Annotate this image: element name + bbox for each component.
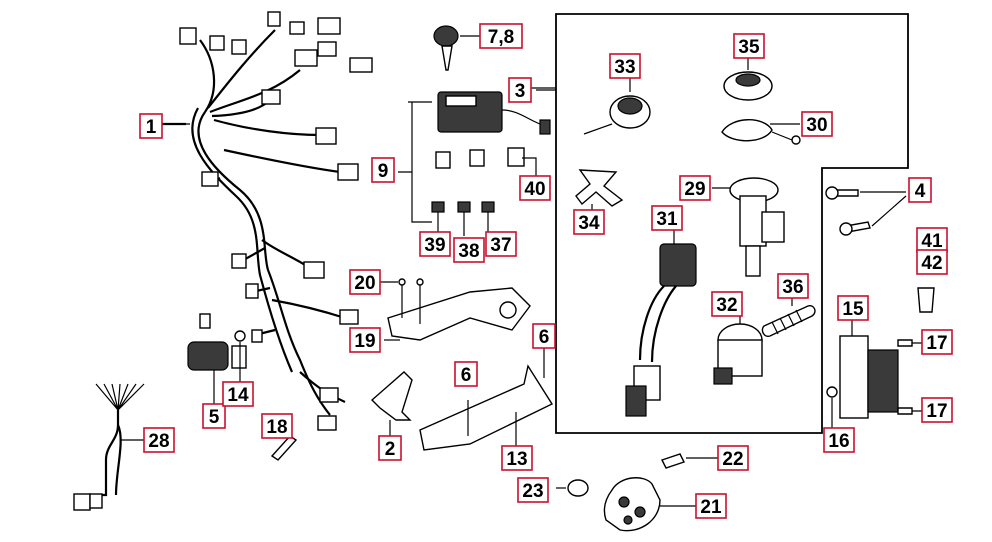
svg-text:22: 22	[722, 449, 743, 470]
label-17b: 17	[921, 397, 953, 423]
label-5: 5	[202, 403, 226, 429]
svg-text:15: 15	[842, 299, 864, 320]
label-13: 13	[501, 445, 533, 471]
svg-text:6: 6	[539, 327, 550, 348]
label-22: 22	[717, 445, 749, 471]
svg-text:16: 16	[828, 431, 849, 452]
cable-strap	[270, 435, 298, 461]
svg-text:39: 39	[424, 235, 445, 256]
svg-text:34: 34	[578, 213, 600, 234]
svg-text:38: 38	[458, 241, 479, 262]
connector-41-42	[917, 287, 935, 313]
svg-text:6: 6	[461, 365, 472, 386]
label-40: 40	[519, 175, 551, 201]
svg-text:21: 21	[700, 497, 722, 518]
label-21: 21	[695, 493, 727, 519]
mount-plate-19	[387, 287, 531, 341]
fuel-cap	[723, 58, 773, 101]
label-30: 30	[801, 111, 833, 137]
svg-text:28: 28	[148, 431, 169, 452]
svg-text:31: 31	[656, 209, 678, 230]
trunk-lock	[713, 316, 763, 385]
relay-unit	[187, 313, 247, 404]
svg-text:35: 35	[738, 37, 760, 58]
cap-cover	[721, 119, 801, 145]
label-29: 29	[679, 175, 711, 201]
retaining-clip	[575, 169, 624, 207]
regulator	[826, 318, 922, 430]
label-18: 18	[261, 413, 293, 439]
label-42: 42	[916, 249, 948, 275]
label-38: 38	[453, 237, 485, 263]
svg-text:41: 41	[921, 231, 943, 252]
label-14: 14	[222, 381, 254, 407]
seat-lock	[583, 76, 651, 135]
lock-set-frame	[555, 13, 909, 434]
starter-parts	[556, 453, 718, 532]
label-16: 16	[823, 427, 855, 453]
label-15: 15	[837, 295, 869, 321]
label-32: 32	[711, 291, 743, 317]
sub-harness	[73, 383, 145, 511]
svg-text:1: 1	[146, 117, 157, 138]
label-39: 39	[419, 231, 451, 257]
label-7-8: 7,8	[479, 23, 523, 49]
svg-text:18: 18	[266, 417, 287, 438]
svg-text:2: 2	[385, 439, 396, 460]
svg-text:3: 3	[515, 81, 526, 102]
label-6b: 6	[532, 323, 556, 349]
svg-text:36: 36	[782, 277, 803, 298]
bracket-2	[370, 371, 413, 421]
label-3: 3	[508, 77, 532, 103]
label-6a: 6	[454, 361, 478, 387]
label-9: 9	[371, 157, 395, 183]
svg-text:42: 42	[921, 253, 942, 274]
key	[433, 25, 480, 71]
svg-text:37: 37	[490, 235, 511, 256]
label-23: 23	[517, 477, 549, 503]
label-35: 35	[733, 33, 765, 59]
cdi-relay-group	[398, 87, 556, 236]
label-36: 36	[777, 273, 809, 299]
svg-text:4: 4	[915, 181, 926, 202]
ignition-switch	[625, 226, 697, 417]
svg-text:23: 23	[522, 481, 543, 502]
label-34: 34	[573, 209, 605, 235]
svg-text:33: 33	[614, 57, 635, 78]
svg-text:17: 17	[926, 401, 947, 422]
svg-text:32: 32	[716, 295, 737, 316]
svg-text:5: 5	[209, 407, 220, 428]
svg-text:29: 29	[684, 179, 705, 200]
label-17a: 17	[921, 329, 953, 355]
bolts-4	[825, 186, 907, 236]
ignition-lock	[712, 177, 785, 277]
label-2: 2	[378, 435, 402, 461]
label-4: 4	[908, 177, 932, 203]
label-33: 33	[609, 53, 641, 79]
label-19: 19	[349, 327, 381, 353]
spring	[761, 298, 816, 338]
svg-text:20: 20	[354, 273, 375, 294]
svg-text:14: 14	[227, 385, 249, 406]
wiring-harness	[150, 11, 373, 431]
svg-text:7,8: 7,8	[488, 27, 514, 48]
svg-text:19: 19	[354, 331, 375, 352]
svg-text:40: 40	[524, 179, 545, 200]
label-37: 37	[485, 231, 517, 257]
bracket-plate-13	[419, 364, 554, 451]
label-1: 1	[139, 113, 163, 139]
svg-text:9: 9	[378, 161, 389, 182]
label-41: 41	[916, 227, 948, 253]
svg-text:17: 17	[926, 333, 947, 354]
label-31: 31	[651, 205, 683, 231]
svg-text:13: 13	[506, 449, 527, 470]
svg-text:30: 30	[806, 115, 827, 136]
label-20: 20	[349, 269, 381, 295]
label-28: 28	[143, 427, 175, 453]
